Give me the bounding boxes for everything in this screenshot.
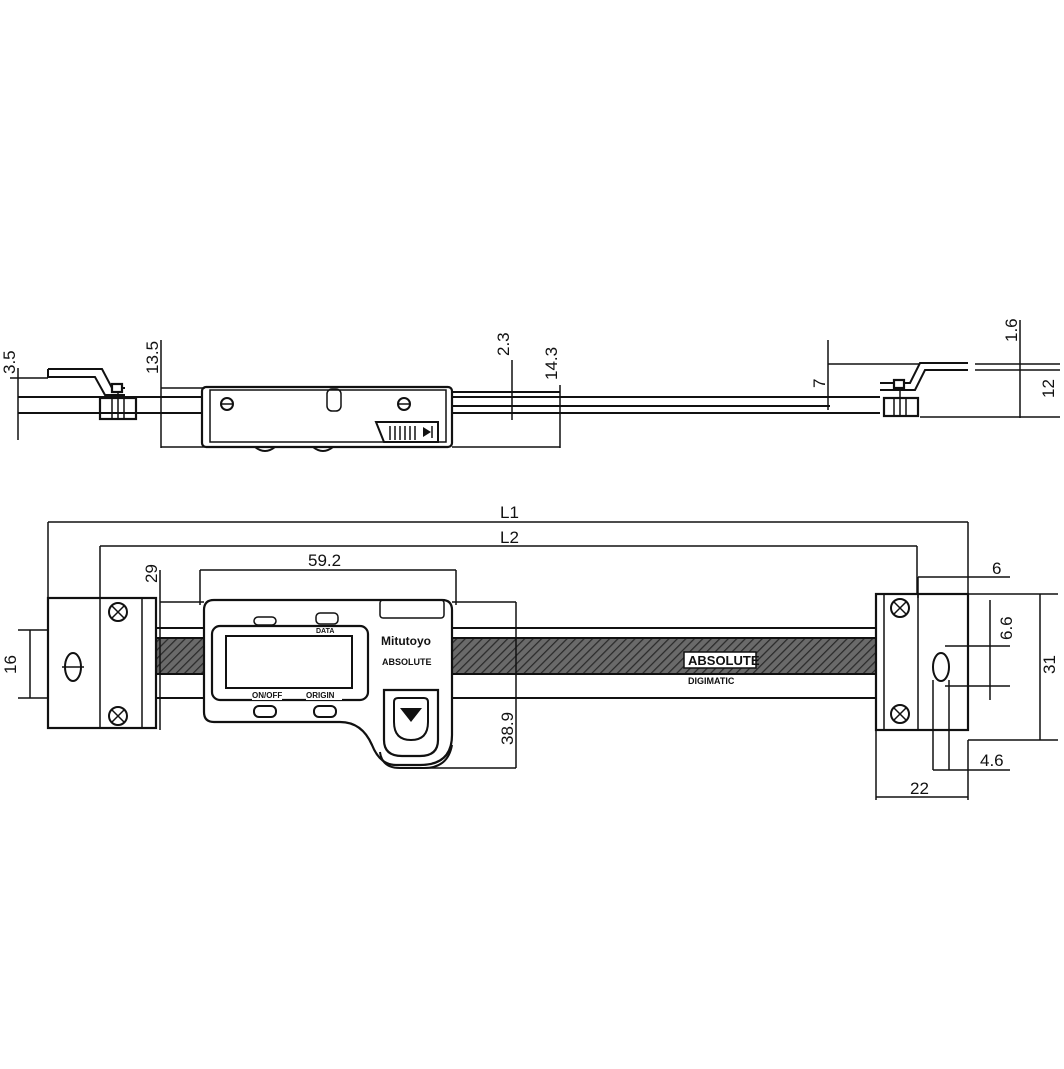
display-head: DATA ON/OFF ORIGIN Mitutoyo ABSOLUTE: [202, 598, 454, 769]
dim-4-6: 4.6: [980, 751, 1004, 770]
button-origin-label: ORIGIN: [306, 691, 335, 700]
button-data-label: DATA: [316, 628, 334, 635]
brand-logo: Mitutoyo: [381, 634, 431, 648]
dim-59-2: 59.2: [308, 551, 341, 570]
dim-13-5: 13.5: [143, 341, 162, 374]
side-head: [200, 385, 454, 452]
top-dimension-lines: [18, 569, 1058, 800]
side-view: 3.5 13.5 2.3 14.3 7 1.6 12: [0, 318, 1060, 452]
overall-length-lines: [47, 521, 969, 600]
dim-29: 29: [142, 564, 161, 583]
button-onoff-label: ON/OFF: [252, 691, 282, 700]
dim-6: 6: [992, 559, 1001, 578]
dim-L2: L2: [500, 528, 519, 547]
top-left-bracket: [46, 596, 158, 730]
dim-L1: L1: [500, 503, 519, 522]
side-right-bracket: [880, 362, 968, 418]
dim-14-3: 14.3: [542, 347, 561, 380]
onoff-button: [253, 705, 277, 718]
dim-16: 16: [1, 655, 20, 674]
head-absolute-logo: ABSOLUTE: [382, 657, 432, 667]
scale-absolute-logo: ABSOLUTE: [688, 653, 760, 668]
origin-button: [313, 705, 337, 718]
side-rail: [18, 391, 880, 414]
top-view: L1 L2 ABSOLUTE DIGIMATIC: [1, 503, 1059, 800]
dim-6-6: 6.6: [997, 616, 1016, 640]
side-dimension-lines: [10, 320, 1060, 448]
dim-12: 12: [1039, 379, 1058, 398]
dim-38-9: 38.9: [498, 712, 517, 745]
scale-digimatic-logo: DIGIMATIC: [688, 676, 735, 686]
dim-22: 22: [910, 779, 929, 798]
top-right-bracket: [874, 592, 970, 732]
dim-2-3: 2.3: [494, 332, 513, 356]
dim-31: 31: [1040, 655, 1059, 674]
dim-1-6: 1.6: [1002, 318, 1021, 342]
hold-button-icon: [400, 708, 422, 722]
side-grip-lines: [389, 426, 416, 440]
dim-7: 7: [810, 379, 829, 388]
dim-3-5: 3.5: [0, 350, 19, 374]
